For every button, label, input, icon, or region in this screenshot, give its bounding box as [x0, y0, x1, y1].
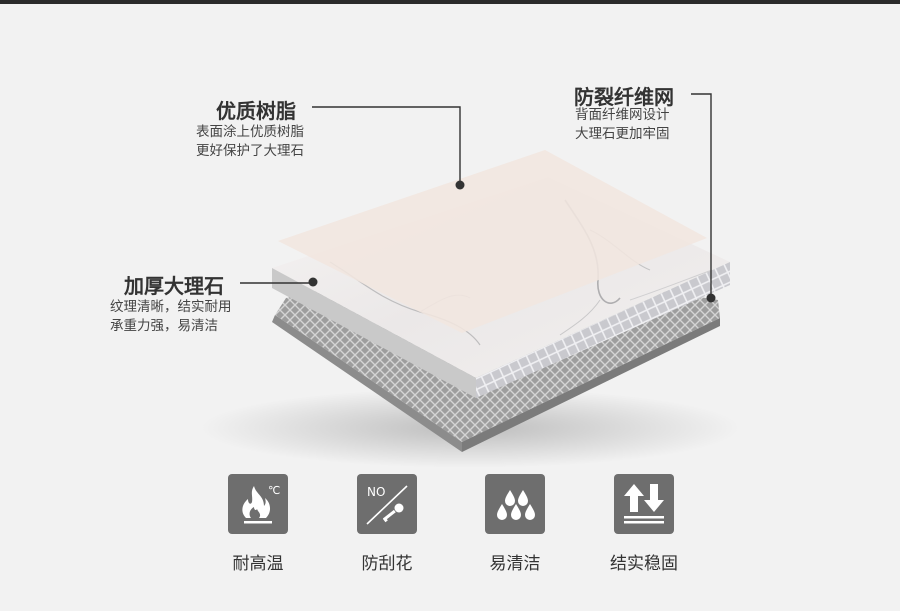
fiber-line-2: 大理石更加牢固 [575, 126, 670, 142]
fiber-marker-dot [706, 293, 716, 303]
resin-layer [278, 150, 707, 333]
top-border [0, 0, 900, 4]
resin-line-1: 表面涂上优质树脂 [196, 124, 304, 140]
fiber-title: 防裂纤维网 [574, 85, 674, 109]
feature-stable: 结实稳固 [594, 474, 694, 574]
feature-label: 防刮花 [361, 554, 413, 574]
flame-temperature-icon: ℃ [228, 474, 288, 534]
marble-line-1: 纹理清晰，结实耐用 [110, 299, 232, 315]
feature-heat-resistant: ℃ 耐高温 [208, 474, 308, 574]
arrows-stable-icon [614, 474, 674, 534]
feature-label: 结实稳固 [610, 554, 678, 574]
marble-line-2: 承重力强，易清洁 [110, 318, 218, 334]
feature-easy-clean: 易清洁 [465, 474, 565, 574]
fiber-description: 背面纤维网设计 大理石更加牢固 [575, 106, 670, 144]
celsius-badge: ℃ [268, 484, 280, 497]
resin-marker-dot [455, 180, 465, 190]
resin-description: 表面涂上优质树脂 更好保护了大理石 [196, 123, 304, 161]
no-scratch-key-icon: NO [357, 474, 417, 534]
no-badge: NO [367, 485, 385, 499]
resin-line-2: 更好保护了大理石 [196, 143, 304, 159]
resin-title: 优质树脂 [216, 99, 296, 123]
water-drops-icon [485, 474, 545, 534]
fiber-line-1: 背面纤维网设计 [575, 107, 670, 123]
marble-description: 纹理清晰，结实耐用 承重力强，易清洁 [110, 298, 232, 336]
marble-title: 加厚大理石 [124, 274, 224, 298]
marble-marker-dot [308, 277, 318, 287]
leader-lines [240, 93, 712, 298]
feature-label: 易清洁 [489, 554, 541, 574]
feature-label: 耐高温 [232, 554, 284, 574]
feature-scratch-resistant: NO 防刮花 [337, 474, 437, 574]
